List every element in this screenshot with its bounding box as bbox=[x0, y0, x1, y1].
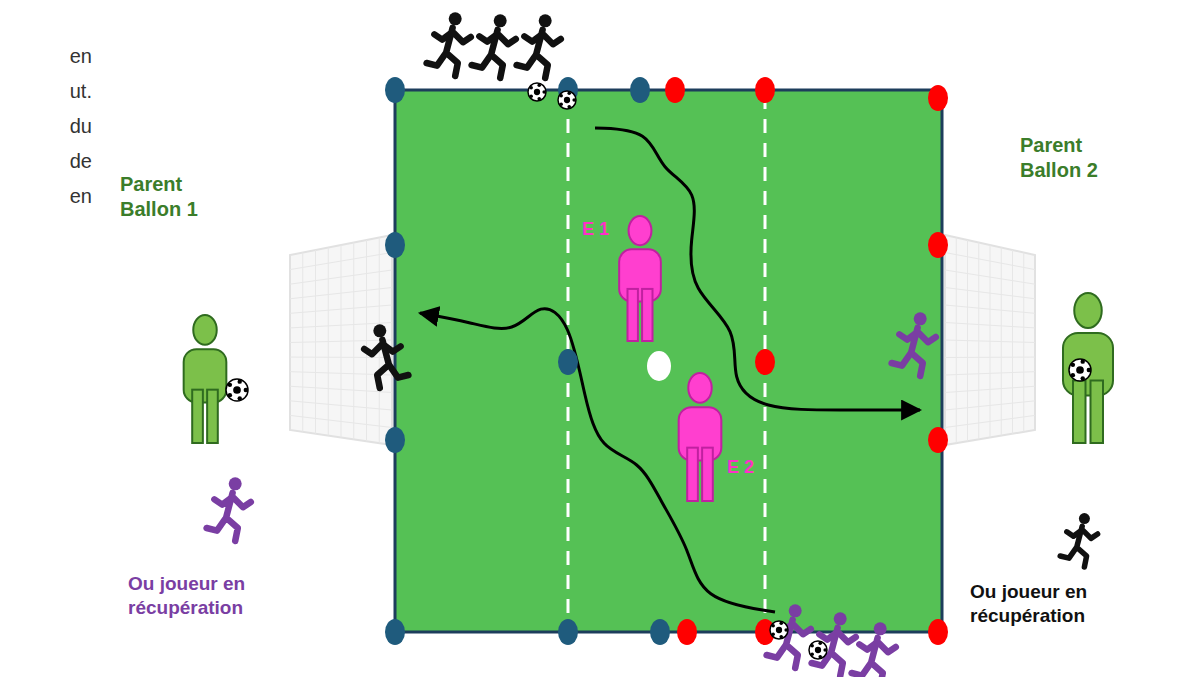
runner-figure bbox=[427, 12, 471, 76]
player-tag: E 1 bbox=[582, 218, 622, 241]
cone bbox=[677, 619, 697, 645]
dribble-path bbox=[420, 309, 775, 612]
runner-figure bbox=[1060, 513, 1097, 567]
runner-figure bbox=[767, 604, 811, 668]
cone bbox=[755, 77, 775, 103]
text-fragment: ut. bbox=[20, 79, 92, 104]
cone bbox=[630, 77, 650, 103]
text-fragment: du bbox=[20, 114, 92, 139]
player-tag: E 2 bbox=[727, 456, 767, 479]
football bbox=[558, 91, 576, 109]
football bbox=[226, 379, 248, 401]
goal-net bbox=[945, 235, 1035, 445]
person-figure bbox=[619, 216, 661, 341]
runner-figure bbox=[472, 14, 516, 78]
cone bbox=[755, 349, 775, 375]
football bbox=[770, 621, 788, 639]
text-fragment: de bbox=[20, 149, 92, 174]
cone bbox=[385, 232, 405, 258]
ball-spot bbox=[647, 351, 671, 381]
football bbox=[1069, 359, 1091, 381]
dribble-path bbox=[595, 128, 920, 410]
cone bbox=[928, 427, 948, 453]
text-fragment: en bbox=[20, 184, 92, 209]
cone bbox=[385, 77, 405, 103]
cone bbox=[385, 427, 405, 453]
pitch bbox=[395, 90, 942, 632]
runner-figure bbox=[852, 622, 896, 677]
football bbox=[528, 83, 546, 101]
text-fragment: en bbox=[20, 44, 92, 69]
person-figure bbox=[1063, 293, 1113, 443]
runner-figure bbox=[364, 324, 408, 388]
cone bbox=[650, 619, 670, 645]
goal-net bbox=[290, 235, 392, 445]
person-figure bbox=[184, 315, 227, 443]
runner-figure bbox=[517, 14, 561, 78]
cone bbox=[665, 77, 685, 103]
person-figure bbox=[679, 373, 722, 501]
cone bbox=[928, 85, 948, 111]
role-note: Ou joueur en récupération bbox=[970, 580, 1175, 628]
cone bbox=[558, 349, 578, 375]
cone bbox=[928, 619, 948, 645]
parent-label: Parent Ballon 1 bbox=[120, 172, 220, 222]
cone bbox=[558, 619, 578, 645]
cone bbox=[928, 232, 948, 258]
role-note: Ou joueur en récupération bbox=[128, 572, 263, 620]
football bbox=[809, 641, 827, 659]
cone bbox=[385, 619, 405, 645]
parent-label: Parent Ballon 2 bbox=[1020, 133, 1120, 183]
runner-figure bbox=[892, 312, 936, 376]
runner-figure bbox=[207, 477, 251, 541]
